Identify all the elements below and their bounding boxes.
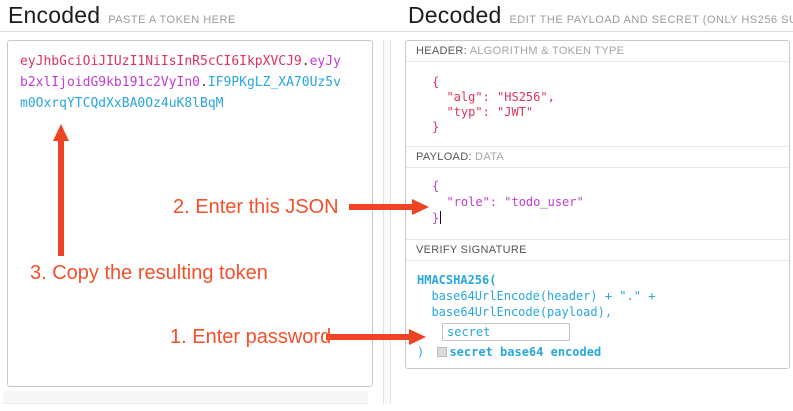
payload-json-line: "role": "todo_user"	[432, 195, 584, 209]
base64-header-line: base64UrlEncode(header) + "." +	[417, 289, 656, 303]
payload-section-label: PAYLOAD: DATA	[406, 147, 789, 168]
hmacsha256-line: HMACSHA256(	[417, 273, 497, 287]
encoded-token-textarea[interactable]: eyJhbGciOiJIUzI1NiIsInR5cCI6IkpXVCJ9.eyJ…	[7, 40, 373, 387]
payload-json-line: }	[432, 210, 789, 226]
step2-arrow-shaft	[349, 204, 414, 210]
payload-json-editor[interactable]: { "role": "todo_user" }	[406, 168, 789, 240]
header-label-light: ALGORITHM & TOKEN TYPE	[467, 45, 625, 57]
encoded-box-footer-bar	[3, 391, 368, 404]
annotation-step3: 3. Copy the resulting token	[30, 262, 268, 284]
payload-json-line: {	[432, 179, 440, 193]
signature-code-area: HMACSHA256( base64UrlEncode(header) + ".…	[406, 261, 789, 368]
header-json-line: "alg": "HS256",	[432, 90, 555, 104]
base64-payload-line: base64UrlEncode(payload),	[417, 305, 613, 319]
step3-arrow-shaft	[58, 139, 64, 256]
step1-arrow-icon	[409, 329, 426, 345]
token-header-segment: eyJhbGciOiJIUzI1NiIsInR5cCI6IkpXVCJ9	[20, 54, 302, 69]
heading-divider	[0, 31, 793, 32]
header-json-line: "typ": "JWT"	[432, 105, 534, 119]
step2-arrow-icon	[412, 199, 429, 215]
decoded-title: Decoded	[408, 2, 502, 28]
payload-json-close-brace: }	[432, 211, 440, 225]
token-signature-segment: IF9PKgLZ_XA70Uz5vm0OxrqYTCQdXxBA0Oz4uK8l…	[20, 75, 341, 111]
decoded-pane-heading: Decoded EDIT THE PAYLOAD AND SECRET (ONLY…	[408, 2, 793, 29]
decoded-subtitle: EDIT THE PAYLOAD AND SECRET (ONLY HS256 …	[509, 14, 793, 26]
encoded-subtitle: PASTE A TOKEN HERE	[108, 14, 236, 26]
header-json-editor[interactable]: { "alg": "HS256", "typ": "JWT" }	[406, 62, 789, 147]
header-section-label: HEADER: ALGORITHM & TOKEN TYPE	[406, 41, 789, 62]
pane-divider	[383, 40, 391, 404]
header-json-line: }	[432, 120, 440, 134]
header-label-strong: HEADER:	[416, 45, 467, 57]
secret-base64-label[interactable]: secret base64 encoded	[449, 345, 602, 359]
encoded-title: Encoded	[8, 2, 101, 28]
text-cursor-caret	[440, 211, 442, 224]
base64-encoded-row: ) secret base64 encoded	[417, 344, 789, 360]
encoded-pane-heading: Encoded PASTE A TOKEN HERE	[8, 2, 236, 29]
decoded-panel: HEADER: ALGORITHM & TOKEN TYPE { "alg": …	[405, 40, 790, 369]
annotation-step2: 2. Enter this JSON	[173, 196, 339, 218]
verify-signature-label: VERIFY SIGNATURE	[416, 244, 527, 256]
verify-signature-section-label: VERIFY SIGNATURE	[406, 240, 789, 261]
payload-label-light: DATA	[471, 151, 505, 163]
header-json-line: {	[432, 75, 440, 89]
token-dot-2: .	[200, 75, 208, 90]
step1-arrow-shaft	[326, 334, 411, 340]
token-dot-1: .	[301, 54, 310, 69]
annotation-step1: 1. Enter password	[170, 326, 332, 348]
close-paren: )	[417, 345, 432, 359]
jwt-token-text: eyJhbGciOiJIUzI1NiIsInR5cCI6IkpXVCJ9.eyJ…	[20, 51, 342, 114]
token-payload-segment: eyJyb2xlIjoidG9kb191c2VyIn0	[20, 54, 341, 90]
secret-input[interactable]	[442, 323, 570, 341]
step3-arrow-icon	[53, 124, 69, 141]
secret-base64-checkbox[interactable]	[437, 347, 448, 357]
payload-label-strong: PAYLOAD:	[416, 151, 472, 163]
